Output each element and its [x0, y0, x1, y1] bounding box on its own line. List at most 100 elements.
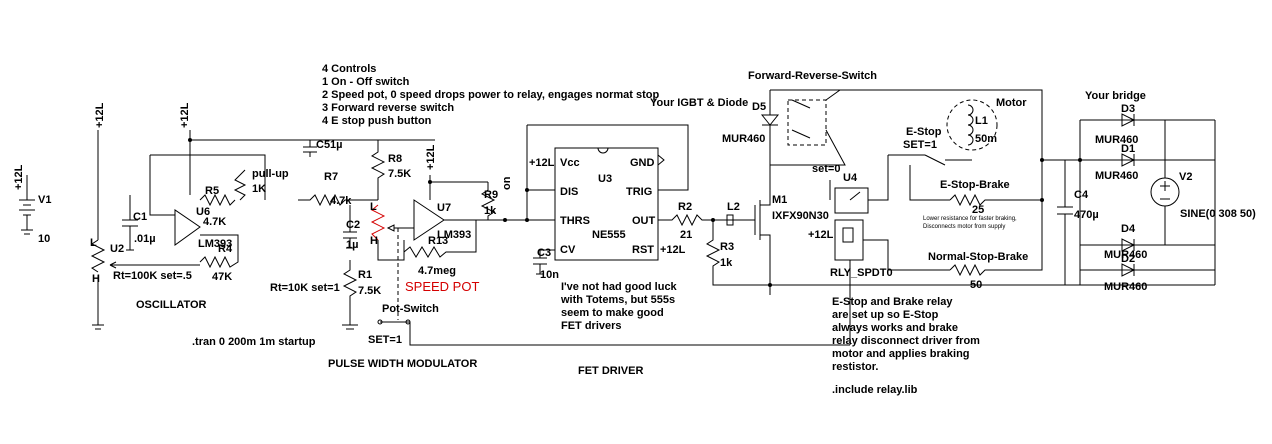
u7-label: U7	[437, 202, 451, 214]
fwd-rev-label: Forward-Reverse-Switch	[748, 70, 877, 82]
d5-part: MUR460	[722, 133, 765, 145]
c3-label: C3	[537, 247, 551, 259]
pwm-block: C5 1µ R8 7.5K R7 4.7k C2 1µ L H SPEED PO…	[270, 139, 850, 370]
d3-label: D3	[1121, 103, 1135, 115]
lower-res-2: Disconnects motor from supply	[923, 224, 1005, 230]
d1-part: MUR460	[1095, 170, 1138, 182]
u7-part: LM393	[437, 229, 471, 241]
u6-part: LM393	[198, 238, 232, 250]
d3-part: MUR460	[1095, 134, 1138, 146]
v1-value: 10	[38, 233, 50, 245]
on-label: on	[501, 176, 513, 190]
c5-label: C5	[316, 139, 330, 151]
speed-pot-label: SPEED POT	[405, 279, 479, 294]
u3-dis: DIS	[560, 186, 578, 198]
v2-value: SINE(0 308 50)	[1180, 208, 1256, 220]
r7-value: 4.7k	[330, 195, 352, 207]
motor-block: Your IGBT & Diode Forward-Reverse-Switch…	[650, 70, 1080, 345]
note-relay-5: motor and applies braking	[832, 348, 970, 360]
pwm-title: PULSE WIDTH MODULATOR	[328, 358, 477, 370]
normal-brake-label: Normal-Stop-Brake	[928, 251, 1028, 263]
tran-directive: .tran 0 200m 1m startup	[192, 336, 316, 348]
c1-label: C1	[133, 211, 147, 223]
r3-label: R3	[720, 241, 734, 253]
m1-label: M1	[772, 194, 787, 206]
c5-value: 1µ	[330, 139, 342, 151]
u3-vcc: Vcc	[560, 157, 580, 169]
c2-value: 1µ	[346, 239, 358, 251]
u4-label: U4	[843, 172, 858, 184]
u4-net: +12L	[808, 229, 834, 241]
controls-item-2: 2 Speed pot, 0 speed drops power to rela…	[322, 89, 659, 101]
r5-value: 4.7K	[203, 216, 226, 228]
u3-rst: RST	[632, 244, 654, 256]
r5-label: R5	[205, 185, 219, 197]
r2-value: 21	[680, 229, 692, 241]
note-relay-6: restistor.	[832, 361, 878, 373]
r9-label: R9	[484, 189, 498, 201]
oscillator-title: OSCILLATOR	[136, 299, 207, 311]
note-totem-4: FET drivers	[561, 320, 622, 332]
bridge-block: Your bridge D3 MUR460 D1 MUR460 D4 MUR46…	[1040, 90, 1256, 293]
pot-l: L	[370, 201, 377, 213]
c4-label: C4	[1074, 189, 1089, 201]
d4-label: D4	[1121, 223, 1136, 235]
note-relay-4: relay disconnect driver from	[832, 335, 980, 347]
estop-label: E-Stop	[906, 126, 942, 138]
d1-label: D1	[1121, 143, 1135, 155]
estop-set: SET=1	[903, 139, 937, 151]
r8-label: R8	[388, 153, 402, 165]
u3-thrs: THRS	[560, 215, 590, 227]
d2-label: D2	[1121, 253, 1135, 265]
r13-value: 4.7meg	[418, 265, 456, 277]
pot-switch-set: SET=1	[368, 334, 402, 346]
relay-note: E-Stop and Brake relay are set up so E-S…	[832, 296, 980, 396]
u3-out: OUT	[632, 215, 656, 227]
estop-brake-value: 25	[972, 204, 984, 216]
lower-res-1: Lower resistance for faster braking,	[923, 216, 1017, 222]
note-totem-1: I've not had good luck	[561, 281, 678, 293]
c1-value: .01µ	[134, 233, 156, 245]
u2-l: L	[90, 237, 97, 249]
r1-value: 7.5K	[358, 285, 381, 297]
u2-label: U2	[110, 243, 124, 255]
controls-item-1: 1 On - Off switch	[322, 76, 410, 88]
rail-12l-c: +12L	[425, 144, 437, 170]
rail-12l-a: +12L	[94, 102, 106, 128]
oscillator-block: +12L L H U2 Rt=100K set=.5 +12L C1 .01µ …	[90, 102, 435, 330]
bridge-label: Your bridge	[1085, 90, 1146, 102]
pot-switch-label: Pot-Switch	[382, 303, 439, 315]
u2-h: H	[92, 273, 100, 285]
r4-label: R4	[218, 243, 233, 255]
r13-label: R13	[428, 235, 448, 247]
u3-vcc-net: +12L	[529, 157, 555, 169]
pot-h: H	[370, 235, 378, 247]
d2-part: MUR460	[1104, 281, 1147, 293]
rail-12l-b: +12L	[179, 102, 191, 128]
fwd-rev-set: set=0	[812, 163, 840, 175]
l2-label: L2	[727, 201, 740, 213]
r8-value: 7.5K	[388, 168, 411, 180]
r7-label: R7	[324, 171, 338, 183]
controls-title: 4 Controls	[322, 63, 376, 75]
v2-label: V2	[1179, 171, 1192, 183]
l1-value: 50m	[975, 133, 997, 145]
pullup-label: pull-up	[252, 168, 289, 180]
u3-rst-net: +12L	[660, 244, 686, 256]
v1-source: +12L V1 10	[13, 164, 51, 245]
d4-part: MUR460	[1104, 249, 1147, 261]
include-directive: .include relay.lib	[832, 384, 918, 396]
controls-note: 4 Controls 1 On - Off switch 2 Speed pot…	[322, 63, 659, 127]
rly-label: RLY_SPDT0	[830, 267, 893, 279]
r9-value: 1k	[484, 205, 497, 217]
note-relay-2: are set up so E-Stop	[832, 309, 939, 321]
r4-value: 47K	[212, 271, 232, 283]
controls-item-3: 3 Forward reverse switch	[322, 102, 454, 114]
estop-brake-label: E-Stop-Brake	[940, 179, 1010, 191]
note-totem-2: with Totems, but 555s	[560, 294, 675, 306]
c4-value: 470µ	[1074, 209, 1099, 221]
note-relay-3: always works and brake	[832, 322, 958, 334]
r3-value: 1k	[720, 257, 733, 269]
note-relay-1: E-Stop and Brake relay	[832, 296, 953, 308]
